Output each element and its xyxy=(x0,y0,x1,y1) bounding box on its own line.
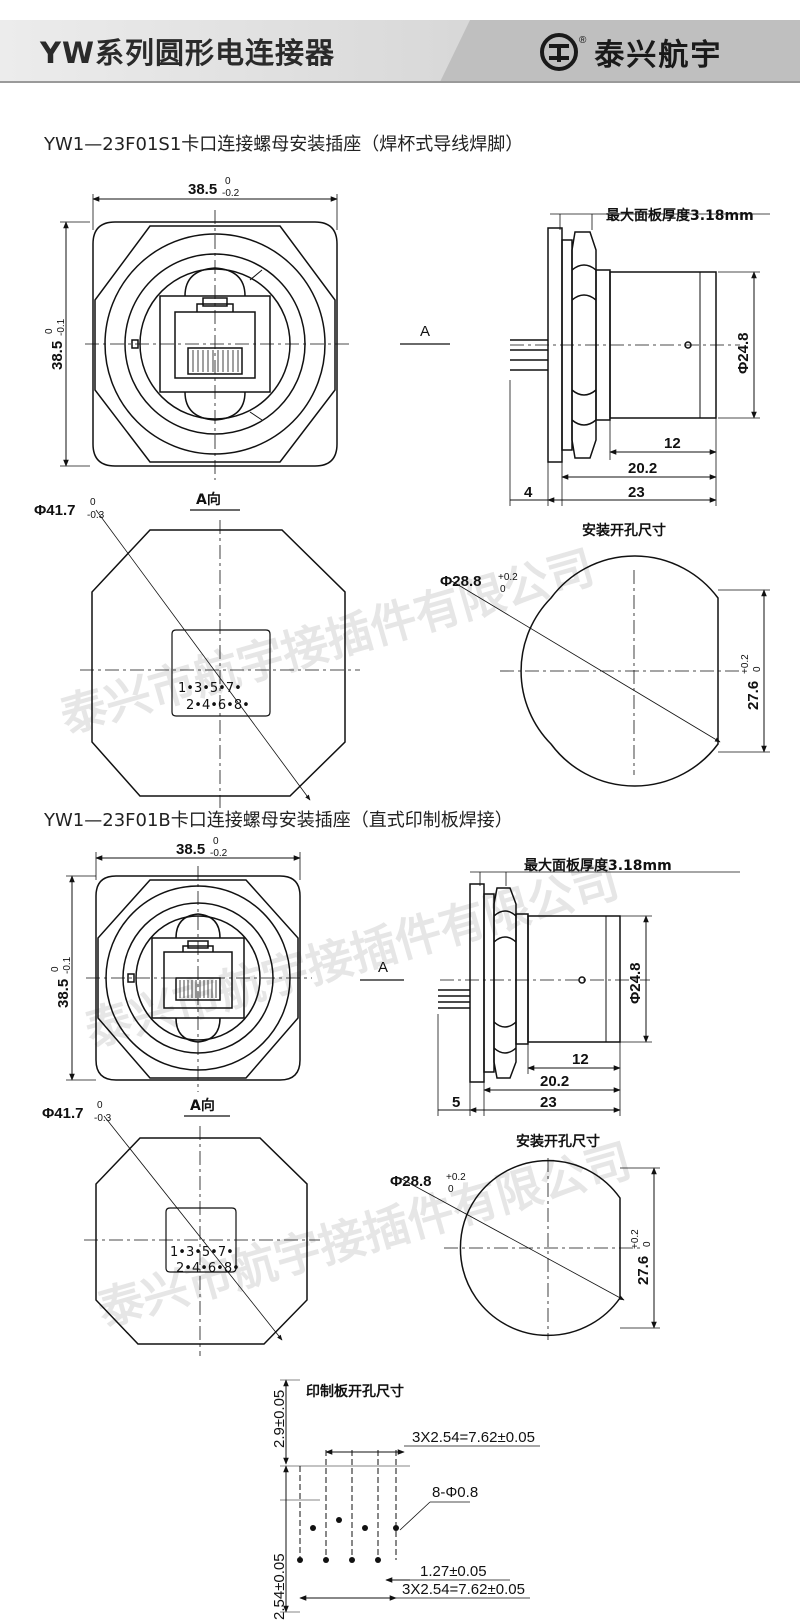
s1-len-4: 4 xyxy=(524,484,533,501)
s2-width-dim: 38.5 xyxy=(176,841,205,858)
s2-front-view xyxy=(66,852,312,1092)
s1-width-tol-low: -0.2 xyxy=(222,188,240,199)
s2-flange-tol-up: 0 xyxy=(97,1100,103,1111)
s2-height-dim: 38.5 xyxy=(55,979,72,1008)
section2-title: YW1—23F01B卡口连接螺母安装插座（直式印制板焊接） xyxy=(44,810,513,831)
s1-flange-tol-low: -0.3 xyxy=(87,510,105,521)
s1-front-view xyxy=(60,194,350,480)
s2-cutout xyxy=(399,1158,660,1340)
s1-hole-dia-tol-up: +0.2 xyxy=(498,572,518,583)
s2-panel-thickness: 最大面板厚度3.18mm xyxy=(524,857,672,874)
s1-height-tol-low: -0.1 xyxy=(56,318,67,336)
s1-hole-flat: 27.6 xyxy=(745,681,762,710)
pcb-dim-top: 2.9±0.05 xyxy=(271,1390,288,1448)
header-background xyxy=(0,20,800,83)
s1-side-view xyxy=(509,213,770,506)
pcb-offset: 1.27±0.05 xyxy=(420,1563,487,1580)
pcb-hole-5 xyxy=(362,1525,368,1531)
pcb-hole-2 xyxy=(297,1557,303,1563)
s2-diameter: Φ24.8 xyxy=(627,962,644,1004)
s1-pins-row2: 2•4•6•8• xyxy=(186,698,250,713)
s1-width-tol-up: 0 xyxy=(225,176,231,187)
s1-hole-dia-tol-low: 0 xyxy=(500,584,506,595)
s2-height-tol-low: -0.1 xyxy=(62,956,73,974)
s2-a-view-label: A向 xyxy=(190,1097,215,1114)
s2-hole-flat-tol-low: 0 xyxy=(642,1241,653,1247)
s2-a-view xyxy=(84,1115,320,1356)
s2-len-20-2: 20.2 xyxy=(540,1073,569,1090)
s2-hole-flat: 27.6 xyxy=(635,1256,652,1285)
watermark-2: 泰兴市航宇接插件有限公司 xyxy=(92,1133,638,1337)
s1-hole-flat-tol-up: +0.2 xyxy=(740,654,751,674)
pcb-hole-7 xyxy=(393,1525,399,1531)
s1-len-23: 23 xyxy=(628,484,645,501)
s1-flange-tol-up: 0 xyxy=(90,497,96,508)
s1-hole-flat-tol-low: 0 xyxy=(752,666,763,672)
brand-name: 泰兴航宇 xyxy=(594,38,723,73)
s2-len-5: 5 xyxy=(452,1094,460,1111)
s2-side-view xyxy=(437,871,740,1116)
brand-logo-icon xyxy=(540,33,578,71)
s1-len-12: 12 xyxy=(664,435,681,452)
pcb-hole-8 xyxy=(375,1557,381,1563)
s2-len-12: 12 xyxy=(572,1051,589,1068)
s1-flange-dia: Φ41.7 xyxy=(34,502,76,519)
s2-width-tol-low: -0.2 xyxy=(210,848,228,859)
s1-cutout-label: 安装开孔尺寸 xyxy=(582,522,666,539)
s2-hole-flat-tol-up: +0.2 xyxy=(630,1229,641,1249)
pcb-hole-3 xyxy=(336,1517,342,1523)
pcb-hole-4 xyxy=(323,1557,329,1563)
s1-a-view xyxy=(80,509,360,808)
s2-height-tol-up: 0 xyxy=(50,966,61,972)
s2-view-label: A xyxy=(378,959,388,976)
s1-height-tol-up: 0 xyxy=(44,328,55,334)
brand: ® 泰兴航宇 xyxy=(540,30,722,74)
s1-cutout xyxy=(449,555,770,787)
s1-hole-dia: Φ28.8 xyxy=(440,573,482,590)
s1-pins-row1: 1•3•5•7• xyxy=(178,681,242,696)
registered-mark: ® xyxy=(579,34,587,46)
s2-hole-dia-tol-up: +0.2 xyxy=(446,1172,466,1183)
watermark-text-2: 泰兴市航宇接插件有限公司 xyxy=(92,1133,638,1337)
page-title: YW系列圆形电连接器 xyxy=(40,36,335,70)
s1-len-20-2: 20.2 xyxy=(628,460,657,477)
pcb-hole-1 xyxy=(310,1525,316,1531)
s2-pins-row2: 2•4•6•8• xyxy=(176,1261,240,1276)
s1-a-view-label: A向 xyxy=(196,491,221,508)
pcb-holes-label: 8-Φ0.8 xyxy=(432,1484,478,1501)
s2-len-23: 23 xyxy=(540,1094,557,1111)
s1-width-dim: 38.5 xyxy=(188,181,217,198)
s2-flange-tol-low: -0.3 xyxy=(94,1113,112,1124)
pcb-holes xyxy=(297,1517,399,1563)
pcb-title: 印制板开孔尺寸 xyxy=(306,1383,404,1400)
pcb-pitch-bottom: 3X2.54=7.62±0.05 xyxy=(402,1581,525,1598)
s1-panel-thickness: 最大面板厚度3.18mm xyxy=(606,207,754,224)
s2-hole-dia: Φ28.8 xyxy=(390,1173,432,1190)
pcb-pitch-top: 3X2.54=7.62±0.05 xyxy=(412,1429,535,1446)
s1-diameter: Φ24.8 xyxy=(735,332,752,374)
section1-title: YW1—23F01S1卡口连接螺母安装插座（焊杯式导线焊脚） xyxy=(44,134,524,155)
pcb-hole-6 xyxy=(349,1557,355,1563)
s2-width-tol-up: 0 xyxy=(213,836,219,847)
watermark: 泰兴市航宇接插件有限公司 xyxy=(54,540,600,744)
page-header: YW系列圆形电连接器 ® 泰兴航宇 xyxy=(0,0,800,101)
s2-hole-dia-tol-low: 0 xyxy=(448,1184,454,1195)
s2-flange-dia: Φ41.7 xyxy=(42,1105,84,1122)
s2-cutout-label: 安装开孔尺寸 xyxy=(516,1133,600,1150)
pcb-dim-left: 2.54±0.05 xyxy=(271,1553,288,1620)
s1-height-dim: 38.5 xyxy=(49,341,66,370)
s1-view-label: A xyxy=(420,323,430,340)
watermark-text-1: 泰兴市航宇接插件有限公司 xyxy=(54,540,600,744)
pcb-layout xyxy=(280,1379,540,1613)
s2-pins-row1: 1•3•5•7• xyxy=(170,1245,234,1260)
